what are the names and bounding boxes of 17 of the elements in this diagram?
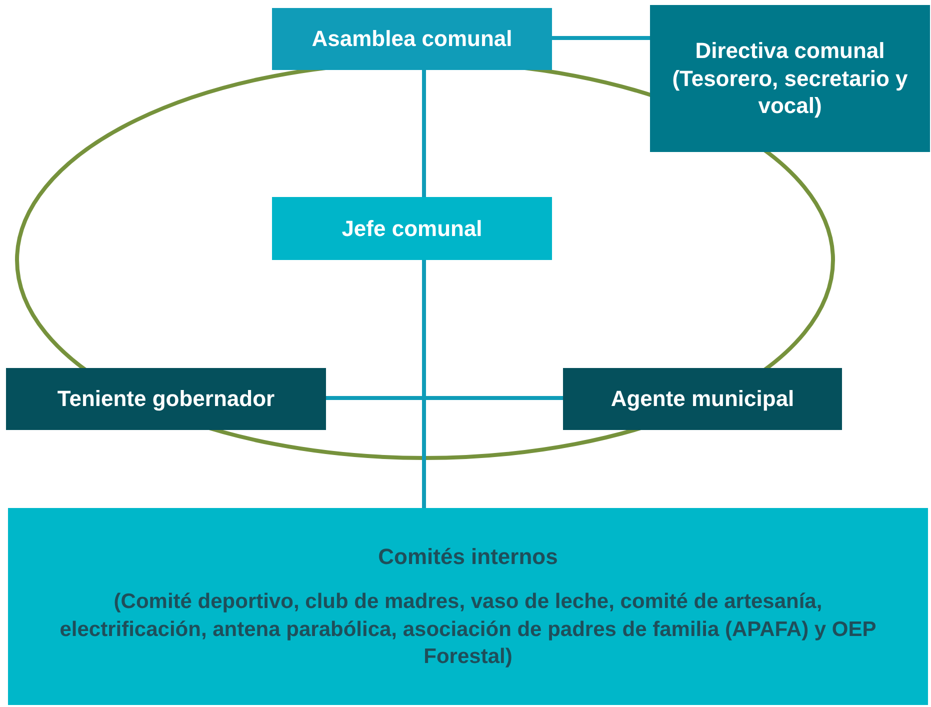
- box-description: (Comité deportivo, club de madres, vaso de leche, comité de artesanía, electrificación, antena parabólica, asociación de padres de familia (APAFA) y OEP Forestal): [58, 589, 878, 670]
- box-title: Agente municipal: [610, 385, 794, 413]
- box-title: Comités internos: [378, 542, 558, 570]
- box-title: Asamblea comunal: [312, 25, 512, 53]
- org-box: [6, 368, 326, 430]
- connector-line: [422, 70, 426, 197]
- connector-line: [326, 396, 563, 400]
- box-title: Directiva comunal (Tesorero, secretario y vocal): [671, 37, 909, 120]
- box-title: Teniente gobernador: [57, 385, 275, 413]
- org-box: [650, 5, 930, 152]
- connector-line: [422, 260, 426, 508]
- box-title: Jefe comunal: [342, 214, 482, 242]
- connector-line: [552, 36, 650, 40]
- org-box: [272, 197, 552, 260]
- org-box: [8, 508, 928, 705]
- org-box: [272, 8, 552, 70]
- org-box: [563, 368, 842, 430]
